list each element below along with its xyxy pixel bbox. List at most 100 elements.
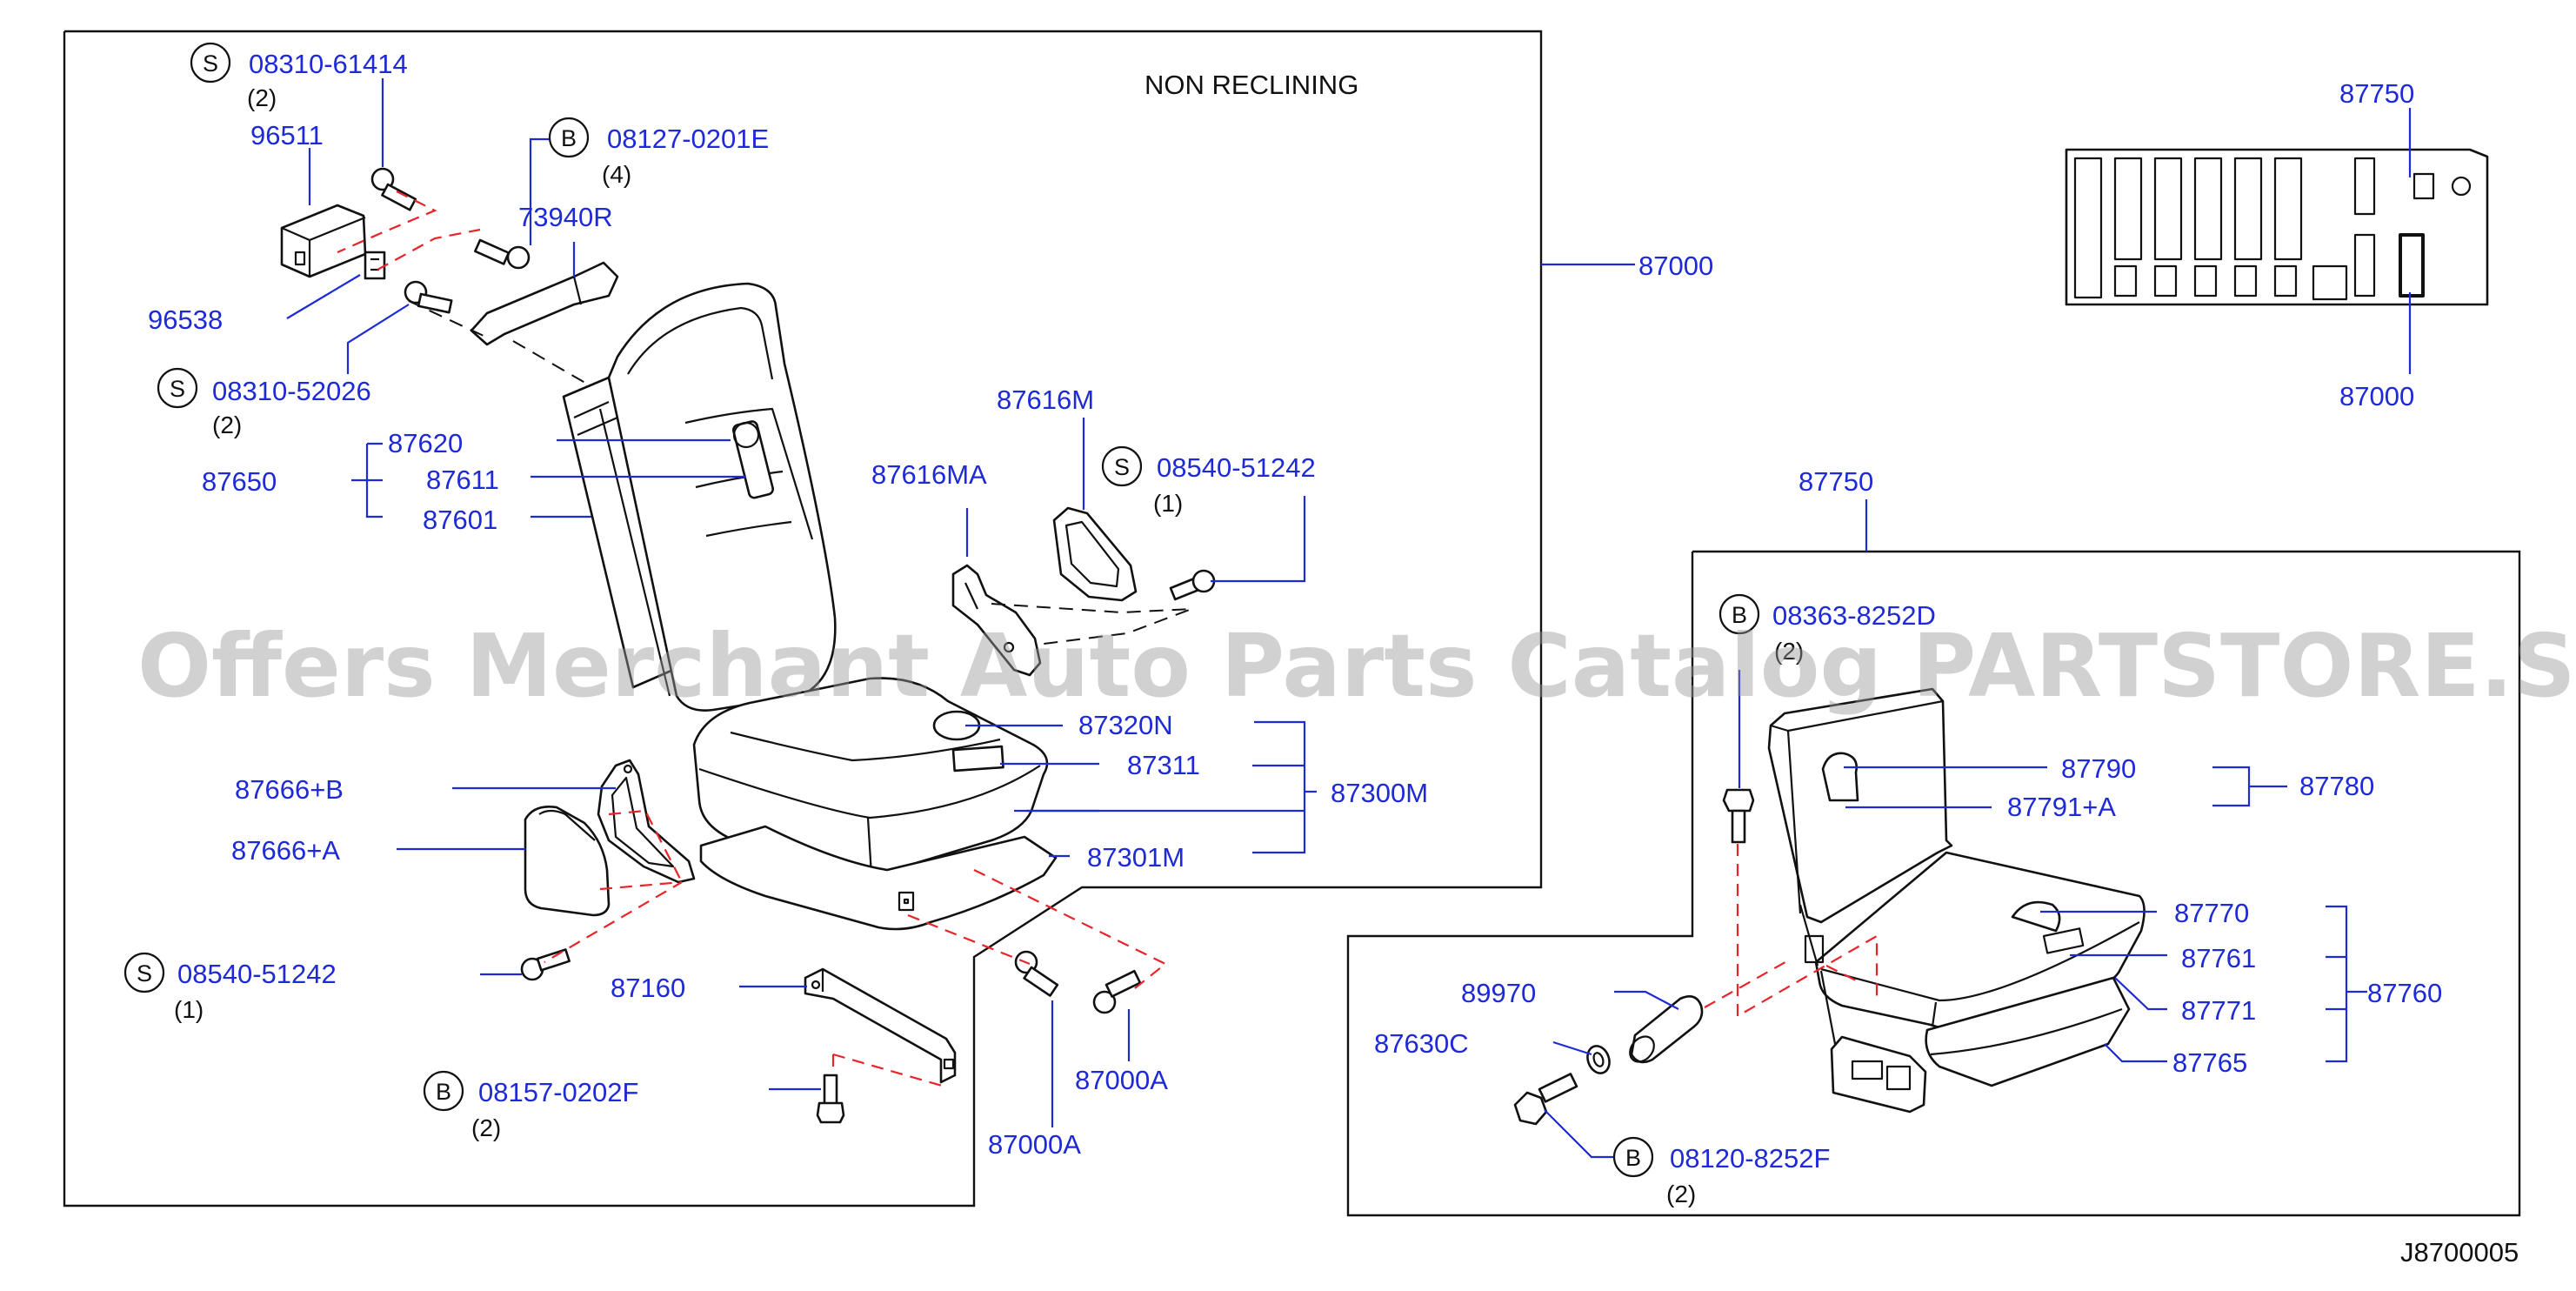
svg-text:S: S bbox=[203, 50, 218, 77]
label-87761: 87761 bbox=[2181, 943, 2256, 973]
svg-text:(2): (2) bbox=[471, 1114, 501, 1141]
bolt-08363-8252d bbox=[1722, 788, 1755, 844]
label-87611: 87611 bbox=[426, 465, 499, 495]
handle-73940r bbox=[470, 261, 619, 346]
svg-text:B: B bbox=[436, 1079, 451, 1105]
svg-text:08310-52026: 08310-52026 bbox=[212, 376, 371, 406]
label-73940r: 73940R bbox=[518, 202, 613, 232]
label-87000: 87000 bbox=[1638, 251, 1713, 281]
label-87000-top: 87000 bbox=[2339, 381, 2414, 411]
symbol-s-icon bbox=[157, 367, 198, 409]
label-87760: 87760 bbox=[2367, 978, 2442, 1008]
callout-08540-51242-lower: S 08540-51242 (1) bbox=[123, 952, 337, 1023]
svg-text:08127-0201E: 08127-0201E bbox=[607, 124, 769, 154]
callout-08310-52026: S 08310-52026 (2) bbox=[157, 367, 371, 438]
washer-87630c bbox=[1586, 1045, 1611, 1074]
label-87630c: 87630C bbox=[1374, 1028, 1469, 1059]
pin-89970 bbox=[1629, 995, 1704, 1064]
label-87650: 87650 bbox=[202, 466, 277, 497]
label-87616ma: 87616MA bbox=[871, 459, 987, 490]
svg-text:S: S bbox=[1114, 454, 1130, 480]
bolt-08127-0201e bbox=[474, 238, 531, 270]
symbol-b-icon bbox=[1718, 593, 1760, 635]
svg-text:08310-61414: 08310-61414 bbox=[249, 49, 408, 79]
svg-text:(1): (1) bbox=[1153, 490, 1183, 517]
svg-text:(2): (2) bbox=[1666, 1181, 1696, 1207]
bolt-08310-61414 bbox=[370, 167, 417, 211]
svg-text:B: B bbox=[1625, 1145, 1641, 1171]
bracket-87160 bbox=[804, 967, 957, 1084]
callout-08127-0201e: B 08127-0201E (4) bbox=[548, 117, 769, 188]
bolt-08540-51242-lower bbox=[520, 948, 571, 981]
label-87000a-upper: 87000A bbox=[1075, 1065, 1168, 1095]
fold-seat-hinge bbox=[1799, 904, 1927, 1114]
seat-back-87650 bbox=[562, 282, 837, 712]
callout-08310-61414: S 08310-61414 (2) bbox=[190, 42, 408, 111]
callout-08120-8252f: B 08120-8252F (2) bbox=[1612, 1136, 1830, 1207]
label-87750: 87750 bbox=[1799, 466, 1873, 497]
svg-text:08540-51242: 08540-51242 bbox=[1157, 452, 1316, 483]
svg-text:(4): (4) bbox=[602, 161, 631, 188]
svg-text:S: S bbox=[137, 960, 152, 987]
svg-text:(2): (2) bbox=[1774, 638, 1804, 665]
headrest-bracket-96511 bbox=[280, 204, 367, 278]
symbol-s-icon bbox=[1101, 445, 1143, 487]
seat-cushion-87300m bbox=[692, 677, 1049, 878]
symbol-s-icon bbox=[123, 952, 165, 993]
svg-text:B: B bbox=[561, 125, 577, 151]
symbol-b-icon bbox=[1612, 1136, 1654, 1178]
side-trim-87666b bbox=[597, 759, 696, 884]
label-87616m: 87616M bbox=[997, 385, 1094, 415]
label-87301m: 87301M bbox=[1087, 842, 1185, 873]
right-panel-frame bbox=[1346, 550, 2521, 1217]
side-cover-87616ma bbox=[951, 564, 1042, 677]
label-96538: 96538 bbox=[148, 304, 223, 335]
label-87771: 87771 bbox=[2181, 995, 2256, 1026]
watermark: Offers Merchant Auto Parts Catalog PARTS… bbox=[137, 615, 2576, 717]
label-89970: 89970 bbox=[1461, 978, 1536, 1008]
label-87601: 87601 bbox=[423, 505, 497, 535]
label-87000a-lower: 87000A bbox=[988, 1129, 1081, 1160]
clip-96538 bbox=[364, 251, 386, 280]
symbol-b-icon bbox=[423, 1070, 464, 1112]
label-87311: 87311 bbox=[1127, 750, 1200, 780]
callout-08540-51242-upper: S 08540-51242 (1) bbox=[1101, 445, 1316, 517]
seat-base-87301m bbox=[699, 825, 1058, 931]
svg-text:08157-0202F: 08157-0202F bbox=[478, 1077, 638, 1107]
label-87790: 87790 bbox=[2061, 753, 2136, 784]
label-87765: 87765 bbox=[2172, 1047, 2247, 1078]
svg-text:S: S bbox=[170, 376, 185, 402]
svg-text:(1): (1) bbox=[174, 996, 204, 1023]
bolt-08157-0202f bbox=[816, 1074, 845, 1124]
symbol-s-icon bbox=[190, 42, 231, 84]
label-87320n: 87320N bbox=[1078, 710, 1173, 740]
callout-08363-8252d: B 08363-8252D (2) bbox=[1718, 593, 1936, 665]
svg-text:(2): (2) bbox=[212, 411, 242, 438]
svg-text:08363-8252D: 08363-8252D bbox=[1772, 600, 1936, 631]
bolt-08540-51242-upper bbox=[1169, 569, 1216, 601]
label-87300m: 87300M bbox=[1331, 778, 1428, 808]
label-87770: 87770 bbox=[2174, 898, 2249, 928]
fold-seat-base-87765 bbox=[1925, 976, 2131, 1087]
callout-08157-0202f: B 08157-0202F (2) bbox=[423, 1070, 638, 1141]
bolt-08120-8252f bbox=[1513, 1073, 1578, 1126]
side-cover-87616m bbox=[1052, 506, 1138, 602]
bolt-87000a-right bbox=[1092, 969, 1142, 1014]
label-87750-top: 87750 bbox=[2339, 78, 2414, 109]
left-panel-frame bbox=[63, 30, 1543, 1207]
label-87620: 87620 bbox=[388, 428, 463, 458]
label-96511: 96511 bbox=[250, 120, 324, 151]
svg-text:08540-51242: 08540-51242 bbox=[177, 959, 337, 989]
fold-seat-back-87780 bbox=[1767, 687, 1953, 924]
bolt-08310-52026 bbox=[404, 280, 453, 314]
seat-layout-icon bbox=[2065, 108, 2489, 374]
label-87791a: 87791+A bbox=[2007, 792, 2116, 822]
label-87666a: 87666+A bbox=[231, 835, 340, 866]
diagram-code: J8700005 bbox=[2400, 1237, 2519, 1268]
label-87160: 87160 bbox=[611, 973, 685, 1003]
bolt-87000a-left bbox=[1014, 950, 1059, 997]
svg-text:B: B bbox=[1732, 602, 1747, 628]
side-trim-87666a bbox=[524, 806, 611, 917]
symbol-b-icon bbox=[548, 117, 590, 158]
svg-text:08120-8252F: 08120-8252F bbox=[1670, 1143, 1830, 1174]
